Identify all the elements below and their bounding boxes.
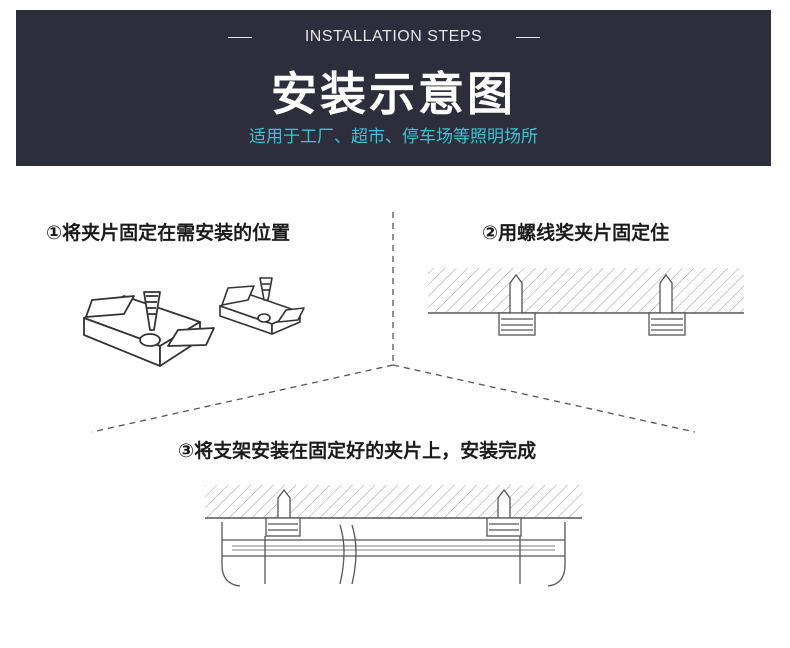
clip-large-icon [83,291,215,367]
header-banner: INSTALLATION STEPS 安装示意图 适用于工厂、超市、停车场等照明… [16,10,771,166]
step-3-label: ③将支架安装在固定好的夹片上，安装完成 [178,440,537,462]
ceiling-screws-diagram [428,268,744,336]
page-title: 安装示意图 [271,67,516,121]
dashed-dividers [91,212,696,433]
step-2-label: ②用螺线奖夹片固定住 [482,222,670,244]
right-dash-divider [516,37,540,38]
header-subtitle: 适用于工厂、超市、停车场等照明场所 [249,127,538,147]
left-dash-divider [228,37,252,38]
header-subtitle-en: INSTALLATION STEPS [304,28,483,45]
step-1-label: ①将夹片固定在需安装的位置 [46,222,291,244]
installed-fixture-diagram [205,485,582,587]
clip-small-icon [219,277,305,335]
